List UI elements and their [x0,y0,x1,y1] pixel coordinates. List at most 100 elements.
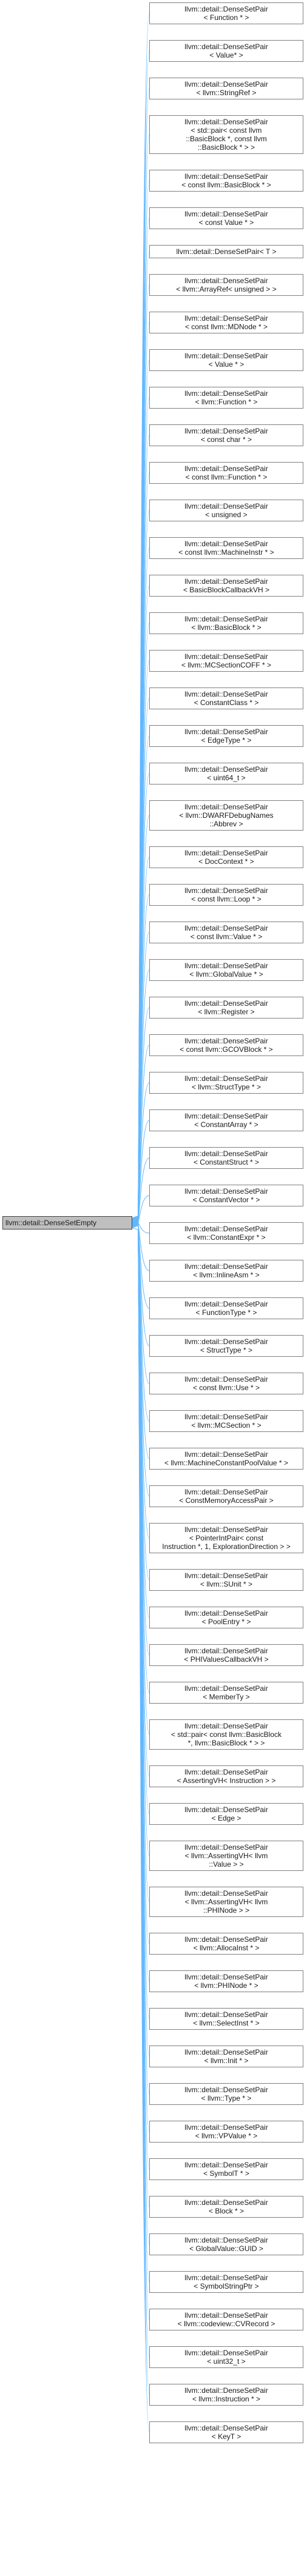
derived-node[interactable]: llvm::detail::DenseSetPair< llvm::ArrayR… [149,274,303,296]
derived-node[interactable]: llvm::detail::DenseSetPair< PointerIntPa… [149,1523,303,1553]
derived-node[interactable]: llvm::detail::DenseSetPair< EdgeType * > [149,725,303,747]
derived-node-label: llvm::detail::DenseSetPair [184,42,268,51]
derived-node[interactable]: llvm::detail::DenseSetPair< const llvm::… [149,537,303,559]
derived-node[interactable]: llvm::detail::DenseSetPair< DocContext *… [149,846,303,868]
derived-node[interactable]: llvm::detail::DenseSetPair< llvm::Alloca… [149,1933,303,1955]
derived-node[interactable]: llvm::detail::DenseSetPair< const llvm::… [149,1373,303,1394]
derived-node-label: llvm::detail::DenseSetPair [184,2123,268,2132]
derived-node[interactable]: llvm::detail::DenseSetPair< GlobalValue:… [149,2233,303,2255]
derived-node[interactable]: llvm::detail::DenseSetPair< llvm::Assert… [149,1841,303,1871]
derived-node[interactable]: llvm::detail::DenseSetPair< const llvm::… [149,1034,303,1056]
derived-node-label: < llvm::MCSection * > [191,1421,261,1430]
derived-node-label: llvm::detail::DenseSetPair [184,427,268,435]
derived-node-label: llvm::detail::DenseSetPair [184,2273,268,2282]
derived-node[interactable]: llvm::detail::DenseSetPair< std::pair< c… [149,1719,303,1750]
derived-node-label: < llvm::Register > [198,1008,255,1016]
derived-node-label: ::Abbrev > [209,820,243,828]
derived-node[interactable]: llvm::detail::DenseSetPair< llvm::MCSect… [149,1410,303,1432]
derived-node[interactable]: llvm::detail::DenseSetPair< llvm::Type *… [149,2083,303,2105]
derived-node-label: llvm::detail::DenseSetPair [184,2386,268,2395]
derived-node[interactable]: llvm::detail::DenseSetPair< llvm::BasicB… [149,612,303,634]
derived-node[interactable]: llvm::detail::DenseSetPair< BasicBlockCa… [149,575,303,597]
derived-node[interactable]: llvm::detail::DenseSetPair< Value * > [149,349,303,371]
derived-node[interactable]: llvm::detail::DenseSetPair< llvm::Struct… [149,1072,303,1094]
derived-node-label: llvm::detail::DenseSetPair [184,1413,268,1421]
derived-node-label: llvm::detail::DenseSetPair [184,690,268,698]
derived-node-label: llvm::detail::DenseSetPair [184,2048,268,2056]
root-node-dense-set-empty[interactable]: llvm::detail::DenseSetEmpty [2,1216,132,1229]
derived-node[interactable]: llvm::detail::DenseSetPair< llvm::Assert… [149,1887,303,1917]
derived-node-label: llvm::detail::DenseSetPair [184,2349,268,2357]
derived-node-label: llvm::detail::DenseSetPair [184,962,268,970]
derived-node[interactable]: llvm::detail::DenseSetPair< PHIValuesCal… [149,1644,303,1666]
derived-node[interactable]: llvm::detail::DenseSetPair< llvm::Instru… [149,2384,303,2406]
derived-node-label: < KeyT > [211,2432,241,2441]
derived-node[interactable]: llvm::detail::DenseSetPair< Block * > [149,2196,303,2218]
derived-node[interactable]: llvm::detail::DenseSetPair< llvm::DWARFD… [149,800,303,831]
derived-node[interactable]: llvm::detail::DenseSetPair< ConstantArra… [149,1109,303,1131]
derived-node-label: llvm::detail::DenseSetPair [184,1337,268,1346]
derived-node-label: llvm::detail::DenseSetPair [184,1571,268,1580]
derived-node[interactable]: llvm::detail::DenseSetPair< ConstMemoryA… [149,1485,303,1507]
derived-node[interactable]: llvm::detail::DenseSetPair< Edge > [149,1803,303,1825]
derived-node[interactable]: llvm::detail::DenseSetPair< llvm::Select… [149,2008,303,2030]
derived-node[interactable]: llvm::detail::DenseSetPair< KeyT > [149,2421,303,2443]
derived-node[interactable]: llvm::detail::DenseSetPair< StructType *… [149,1335,303,1357]
derived-node[interactable]: llvm::detail::DenseSetPair< AssertingVH<… [149,1765,303,1787]
derived-node[interactable]: llvm::detail::DenseSetPair< ConstantClas… [149,687,303,709]
derived-node-label: llvm::detail::DenseSetPair [184,1074,268,1083]
derived-node[interactable]: llvm::detail::DenseSetPair< llvm::Init *… [149,2046,303,2067]
derived-node[interactable]: llvm::detail::DenseSetPair< llvm::Regist… [149,997,303,1019]
derived-node[interactable]: llvm::detail::DenseSetPair< SymbolT * > [149,2158,303,2180]
derived-node[interactable]: llvm::detail::DenseSetPair< unsigned > [149,500,303,521]
derived-node[interactable]: llvm::detail::DenseSetPair< std::pair< c… [149,115,303,154]
derived-node-label: < const char * > [200,435,252,444]
derived-node[interactable]: llvm::detail::DenseSetPair< const llvm::… [149,462,303,484]
derived-node[interactable]: llvm::detail::DenseSetPair< ConstantVect… [149,1185,303,1206]
derived-node[interactable]: llvm::detail::DenseSetPair< const llvm::… [149,922,303,943]
derived-node[interactable]: llvm::detail::DenseSetPair< llvm::MCSect… [149,650,303,672]
derived-node-label: llvm::detail::DenseSetPair [184,5,268,13]
derived-node[interactable]: llvm::detail::DenseSetPair< const llvm::… [149,170,303,192]
derived-node-label: < llvm::AssertingVH< llvm [184,1898,268,1906]
derived-node[interactable]: llvm::detail::DenseSetPair< uint64_t > [149,763,303,785]
derived-node[interactable]: llvm::detail::DenseSetPair< llvm::Global… [149,959,303,981]
derived-node[interactable]: llvm::detail::DenseSetPair< FunctionType… [149,1297,303,1319]
derived-node[interactable]: llvm::detail::DenseSetPair< T > [149,245,303,258]
derived-node-label: < std::pair< const llvm [191,126,262,135]
derived-node[interactable]: llvm::detail::DenseSetPair< SymbolString… [149,2271,303,2293]
derived-node[interactable]: llvm::detail::DenseSetPair< llvm::SUnit … [149,1569,303,1591]
derived-node-label: < Block * > [208,2207,245,2215]
derived-node[interactable]: llvm::detail::DenseSetPair< MemberTy > [149,1682,303,1704]
derived-node[interactable]: llvm::detail::DenseSetPair< llvm::PHINod… [149,1970,303,1992]
derived-node-label: < llvm::StructType * > [191,1083,261,1091]
derived-node[interactable]: llvm::detail::DenseSetPair< llvm::Consta… [149,1222,303,1244]
derived-node[interactable]: llvm::detail::DenseSetPair< llvm::Machin… [149,1448,303,1470]
derived-node-label: < Edge > [211,1814,241,1822]
derived-node[interactable]: llvm::detail::DenseSetPair< Function * > [149,2,303,24]
derived-node[interactable]: llvm::detail::DenseSetPair< const char *… [149,424,303,446]
derived-node[interactable]: llvm::detail::DenseSetPair< const Value … [149,207,303,229]
derived-node[interactable]: llvm::detail::DenseSetPair< llvm::String… [149,78,303,99]
derived-node[interactable]: llvm::detail::DenseSetPair< PoolEntry * … [149,1607,303,1628]
derived-node-label: < llvm::AllocaInst * > [193,1944,260,1952]
derived-node-label: < EdgeType * > [201,736,252,744]
derived-node[interactable]: llvm::detail::DenseSetPair< llvm::Inline… [149,1260,303,1282]
derived-node[interactable]: llvm::detail::DenseSetPair< ConstantStru… [149,1147,303,1169]
derived-node[interactable]: llvm::detail::DenseSetPair< llvm::Functi… [149,387,303,409]
derived-node[interactable]: llvm::detail::DenseSetPair< llvm::codevi… [149,2309,303,2330]
derived-node-label: < llvm::DWARFDebugNames [179,811,274,820]
derived-node[interactable]: llvm::detail::DenseSetPair< uint32_t > [149,2346,303,2368]
derived-node-label: llvm::detail::DenseSetPair [184,540,268,548]
derived-node-label: llvm::detail::DenseSetPair [184,172,268,181]
derived-node[interactable]: llvm::detail::DenseSetPair< llvm::VPValu… [149,2121,303,2143]
derived-node-label: < FunctionType * > [195,1308,257,1317]
derived-node[interactable]: llvm::detail::DenseSetPair< const llvm::… [149,884,303,906]
derived-node[interactable]: llvm::detail::DenseSetPair< Value* > [149,40,303,62]
derived-node-label: llvm::detail::DenseSetPair [184,1037,268,1045]
derived-node-label: llvm::detail::DenseSetPair [184,1973,268,1981]
derived-node[interactable]: llvm::detail::DenseSetPair< const llvm::… [149,312,303,333]
derived-node-label: Instruction *, 1, ExplorationDirection >… [162,1542,291,1551]
derived-node-label: ::Value > > [209,1860,244,1868]
